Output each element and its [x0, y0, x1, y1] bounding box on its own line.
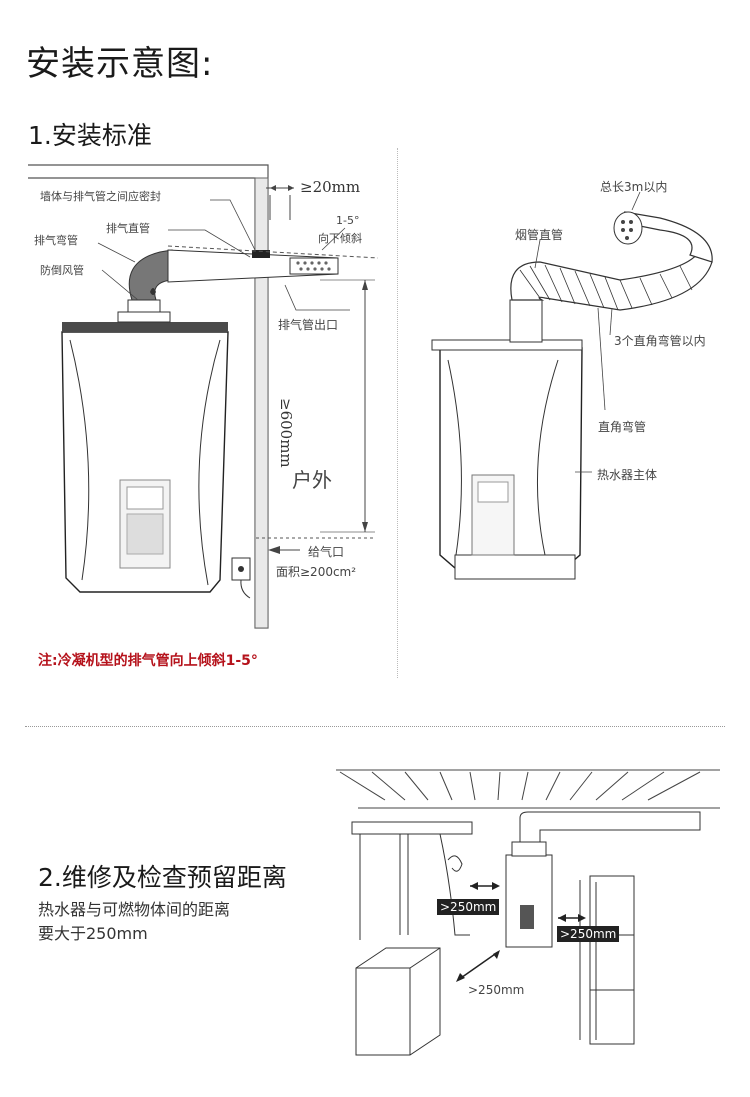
label-air-inlet: 给气口 [308, 545, 345, 559]
description-line-2: 要大于250mm [38, 924, 148, 943]
section-heading-maintenance: 2.维修及检查预留距离 [38, 863, 287, 892]
label-seal: 墙体与排气管之间应密封 [40, 190, 161, 203]
label-gap: ≥20mm [300, 178, 361, 196]
label-outdoor: 户外 [292, 468, 332, 492]
distance-right-badge: >250mm [557, 926, 620, 942]
condensing-note: 注:冷凝机型的排气管向上倾斜1-5° [38, 653, 258, 669]
label-heater-body: 热水器主体 [597, 468, 658, 482]
description-line-1: 热水器与可燃物体间的距离 [38, 900, 231, 919]
label-flue-straight: 烟管直管 [515, 228, 564, 242]
column-divider [397, 148, 398, 678]
page-title: 安装示意图: [26, 44, 214, 84]
distance-left-badge: >250mm [437, 899, 500, 915]
label-straight-pipe: 排气直管 [106, 222, 150, 235]
distance-front-label: >250mm [468, 983, 525, 997]
label-total-length: 总长3m以内 [600, 180, 668, 194]
label-outlet: 排气管出口 [278, 318, 339, 332]
maintenance-description: 热水器与可燃物体间的距离 要大于250mm [38, 898, 298, 946]
section-heading-install-standard: 1.安装标准 [28, 121, 152, 150]
section-separator [25, 726, 725, 727]
label-slope: 1-5° [336, 214, 360, 227]
label-max-elbows: 3个直角弯管以内 [614, 334, 706, 348]
label-air-area: 面积≥200cm² [276, 565, 357, 579]
label-slope-dir: 向下倾斜 [318, 232, 362, 245]
label-windproof: 防倒风管 [40, 264, 84, 277]
label-right-elbow: 直角弯管 [598, 420, 647, 434]
label-elbow: 排气弯管 [34, 234, 78, 247]
